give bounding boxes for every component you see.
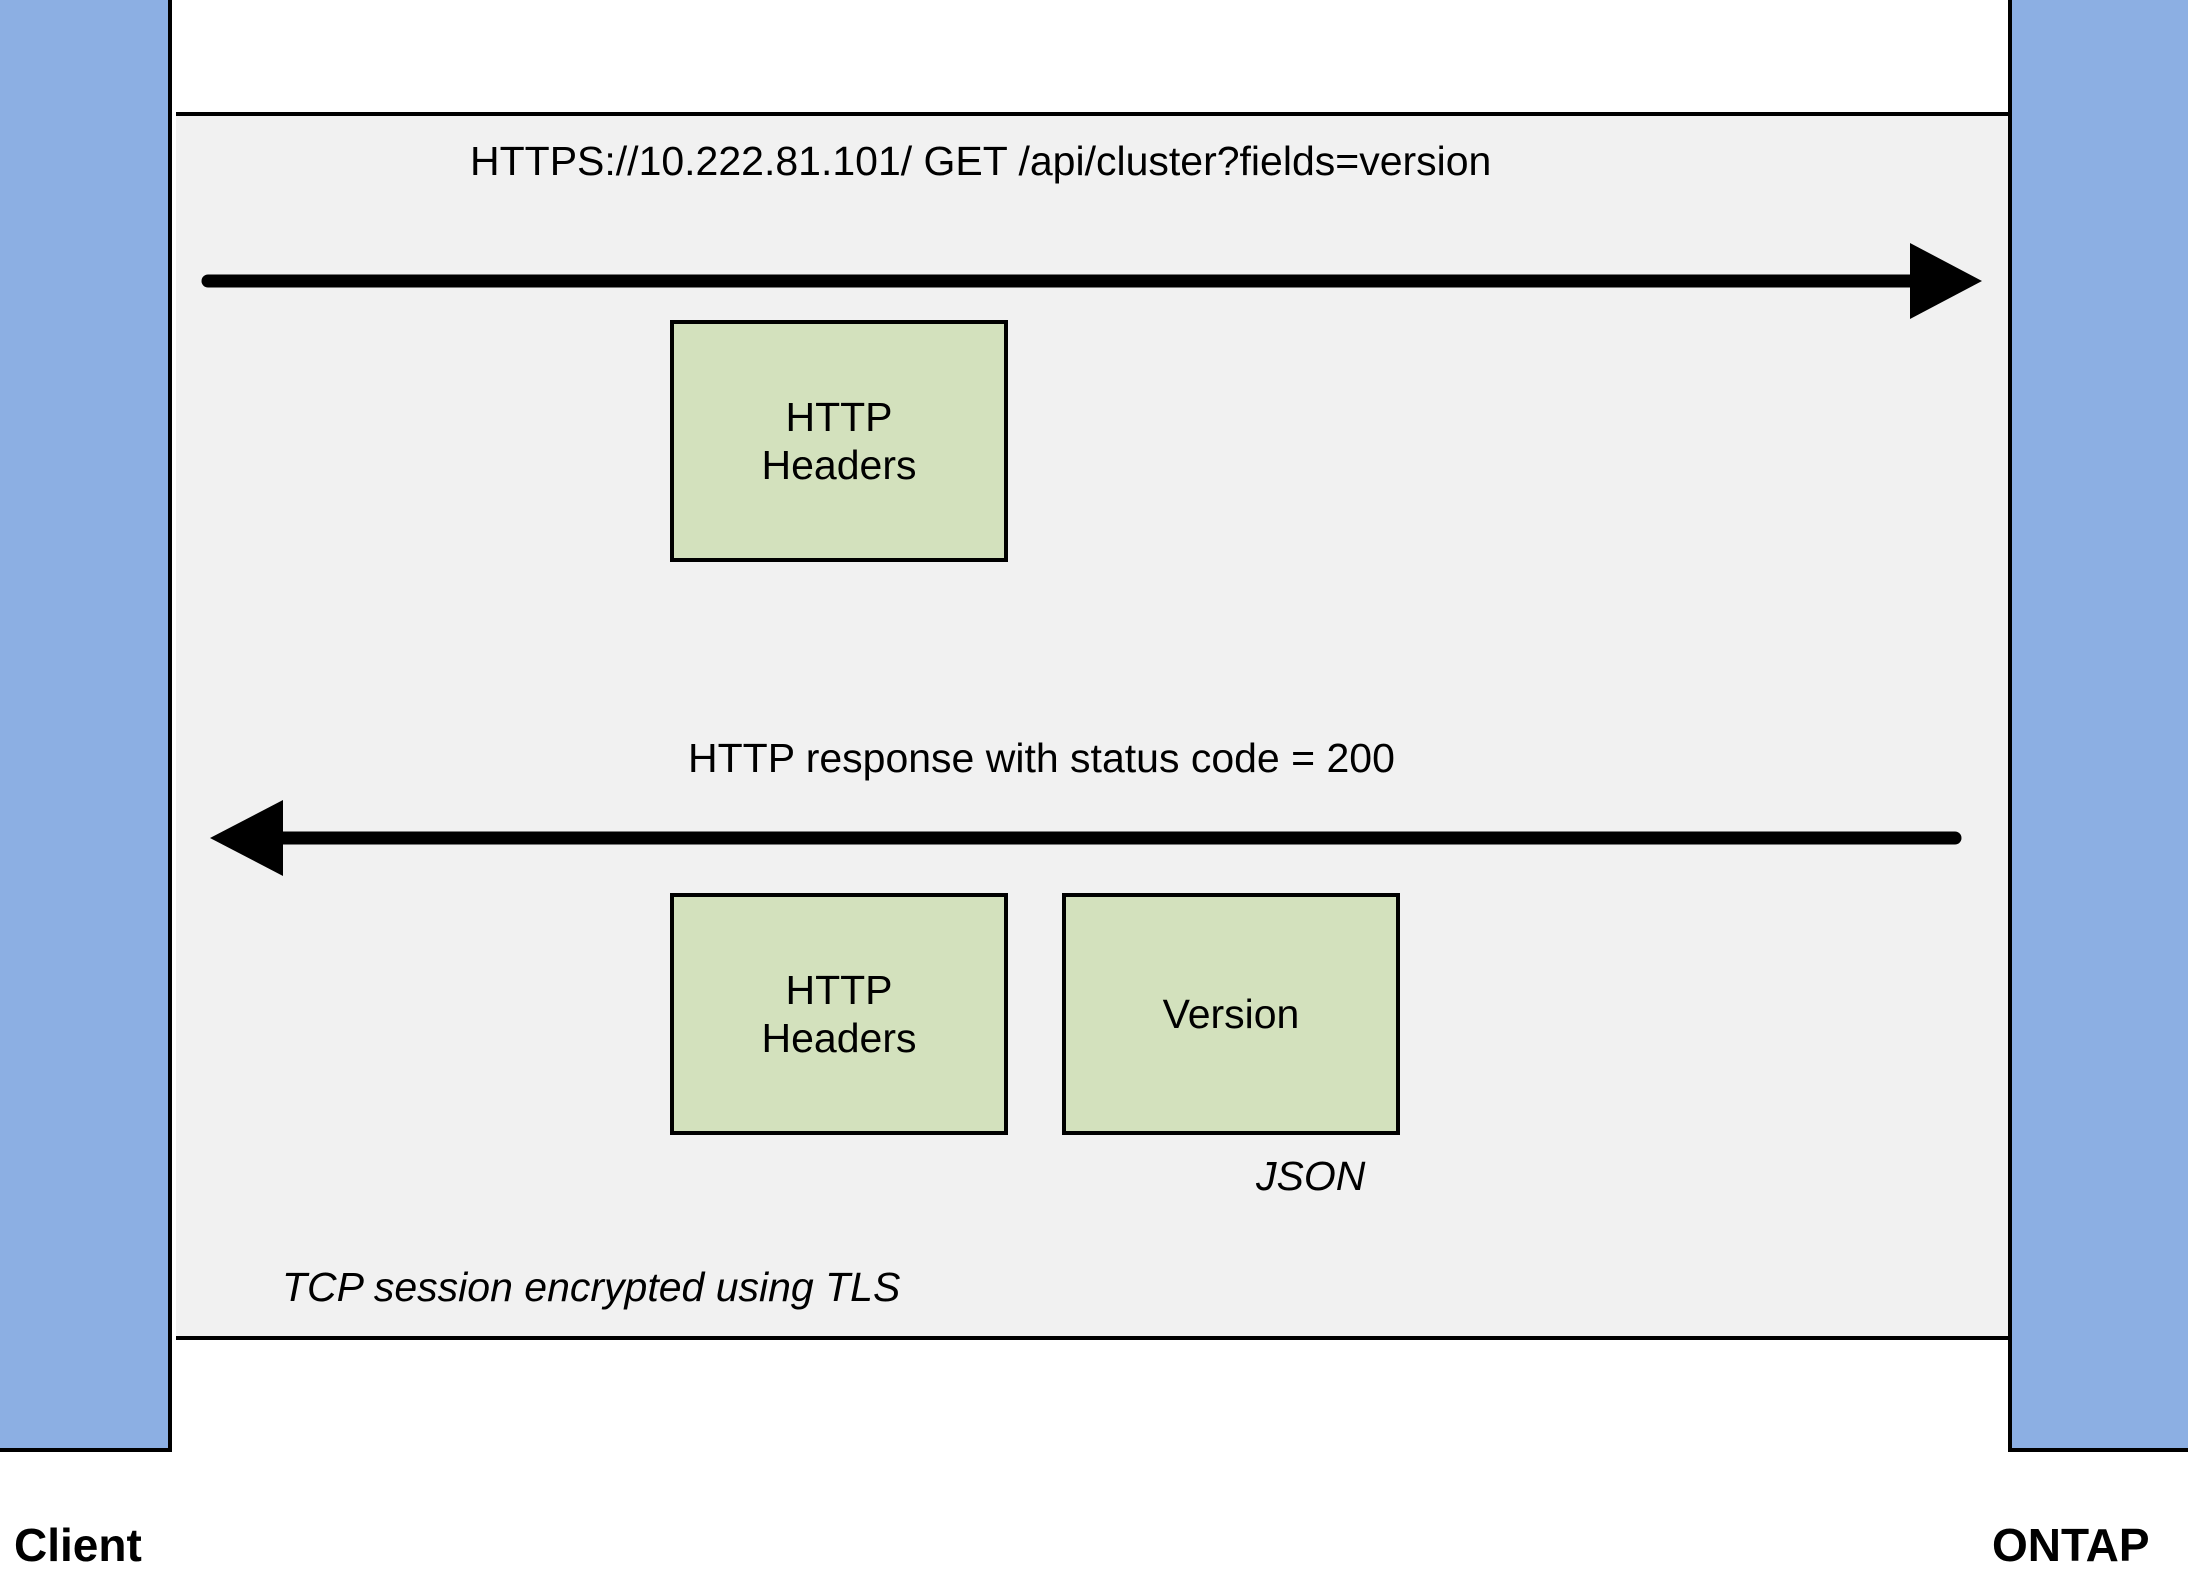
response-http-headers-line1: HTTP — [785, 966, 893, 1013]
response-http-headers-box: HTTP Headers — [670, 893, 1008, 1135]
ontap-endpoint-label: ONTAP — [1992, 1519, 2150, 1571]
request-http-headers-line2: Headers — [761, 442, 917, 488]
tls-session-panel — [176, 112, 2008, 1340]
client-endpoint-label: Client — [14, 1519, 142, 1571]
request-http-headers-line1: HTTP — [785, 393, 893, 440]
json-format-annotation: JSON — [1256, 1153, 1366, 1199]
client-pillar — [0, 0, 172, 1452]
response-http-headers-line2: Headers — [761, 1015, 917, 1061]
request-http-headers-box: HTTP Headers — [670, 320, 1008, 562]
request-flow-label: HTTPS://10.222.81.101/ GET /api/cluster?… — [470, 138, 1492, 184]
response-version-box: Version — [1062, 893, 1400, 1135]
response-flow-label: HTTP response with status code = 200 — [688, 735, 1395, 781]
ontap-pillar — [2008, 0, 2188, 1452]
response-version-line1: Version — [1162, 990, 1300, 1037]
tls-session-annotation: TCP session encrypted using TLS — [282, 1264, 901, 1310]
